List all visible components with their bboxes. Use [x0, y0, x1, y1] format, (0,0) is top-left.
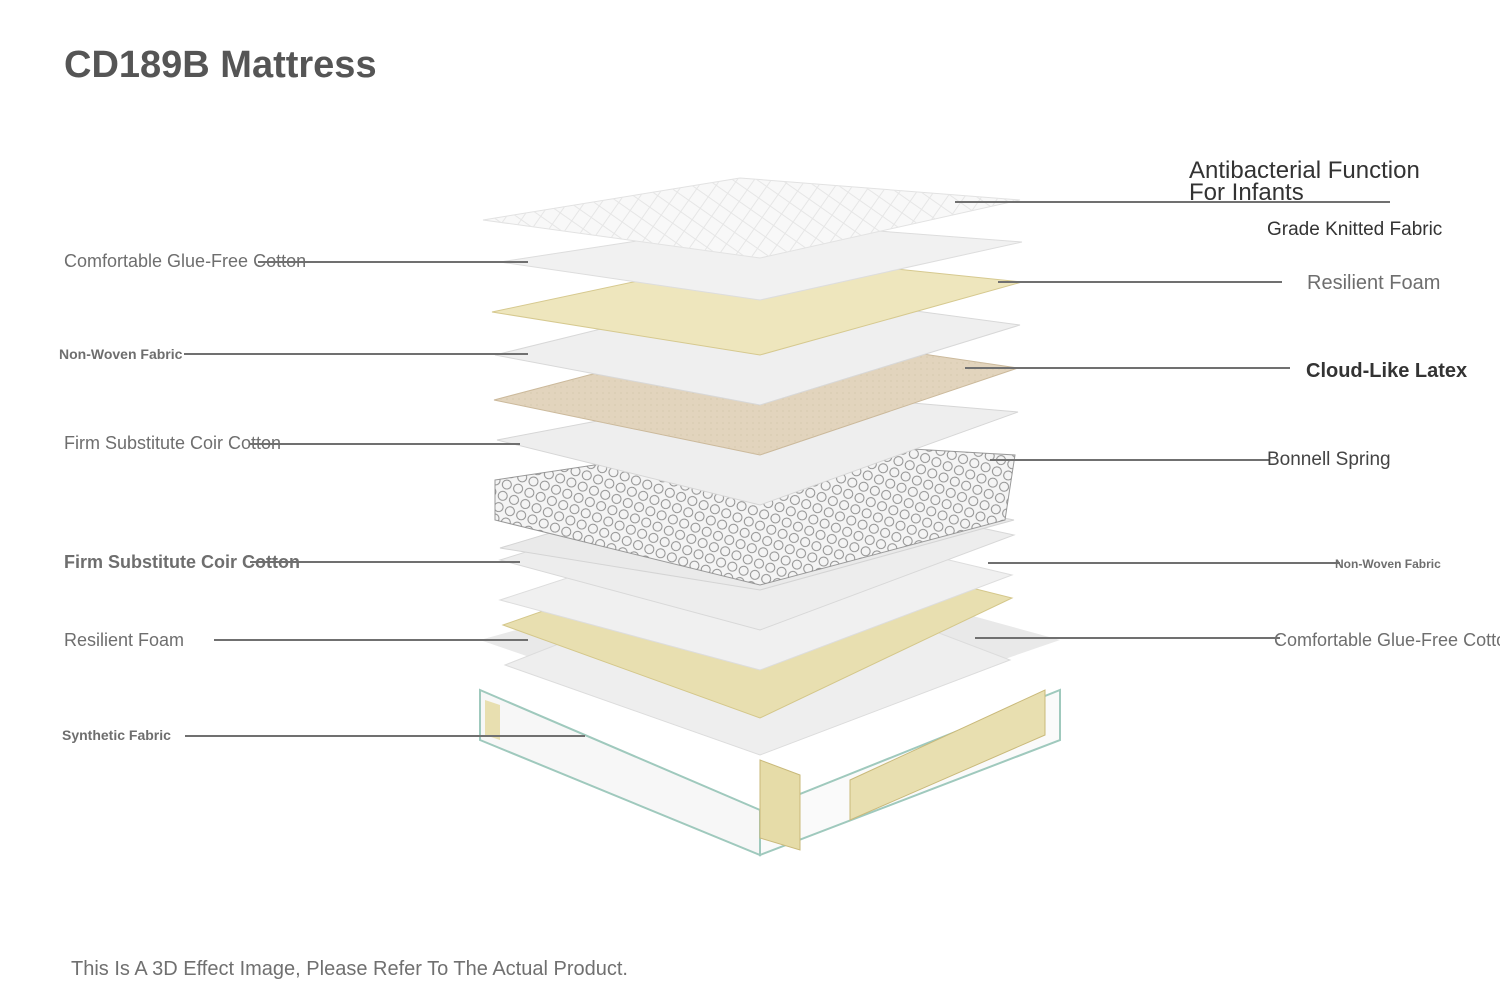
leader-lines [184, 201, 1390, 737]
label-right-bonnell-spring: Bonnell Spring [1267, 449, 1391, 470]
label-left-firm-coir-cotton-upper: Firm Substitute Coir Cotton [64, 433, 282, 453]
label-left-non-woven-fabric: Non-Woven Fabric [59, 346, 183, 362]
label-left-firm-coir-cotton-lower: Firm Substitute Coir Cotton [64, 552, 300, 572]
label-right-antibacterial-line2: For Infants [1189, 179, 1304, 206]
label-right-antibacterial-line1: Antibacterial Function [1189, 157, 1420, 184]
label-right-glue-free-cotton: Comfortable Glue-Free Cotton [1274, 630, 1500, 650]
label-right-resilient-foam: Resilient Foam [1307, 272, 1441, 294]
label-left-resilient-foam: Resilient Foam [64, 630, 185, 650]
label-left-glue-free-cotton: Comfortable Glue-Free Cotton [64, 251, 307, 271]
disclaimer-note: This Is A 3D Effect Image, Please Refer … [71, 958, 628, 980]
label-right-knitted-fabric: Grade Knitted Fabric [1267, 219, 1443, 240]
page-title: CD189B Mattress [64, 44, 377, 86]
layer-knitted-fabric-top [482, 177, 1021, 259]
layer-bonnell-spring [494, 439, 1016, 586]
label-left-synthetic-fabric: Synthetic Fabric [62, 727, 171, 743]
label-right-cloud-like-latex: Cloud-Like Latex [1306, 360, 1468, 382]
label-right-non-woven-fabric: Non-Woven Fabric [1335, 557, 1441, 571]
